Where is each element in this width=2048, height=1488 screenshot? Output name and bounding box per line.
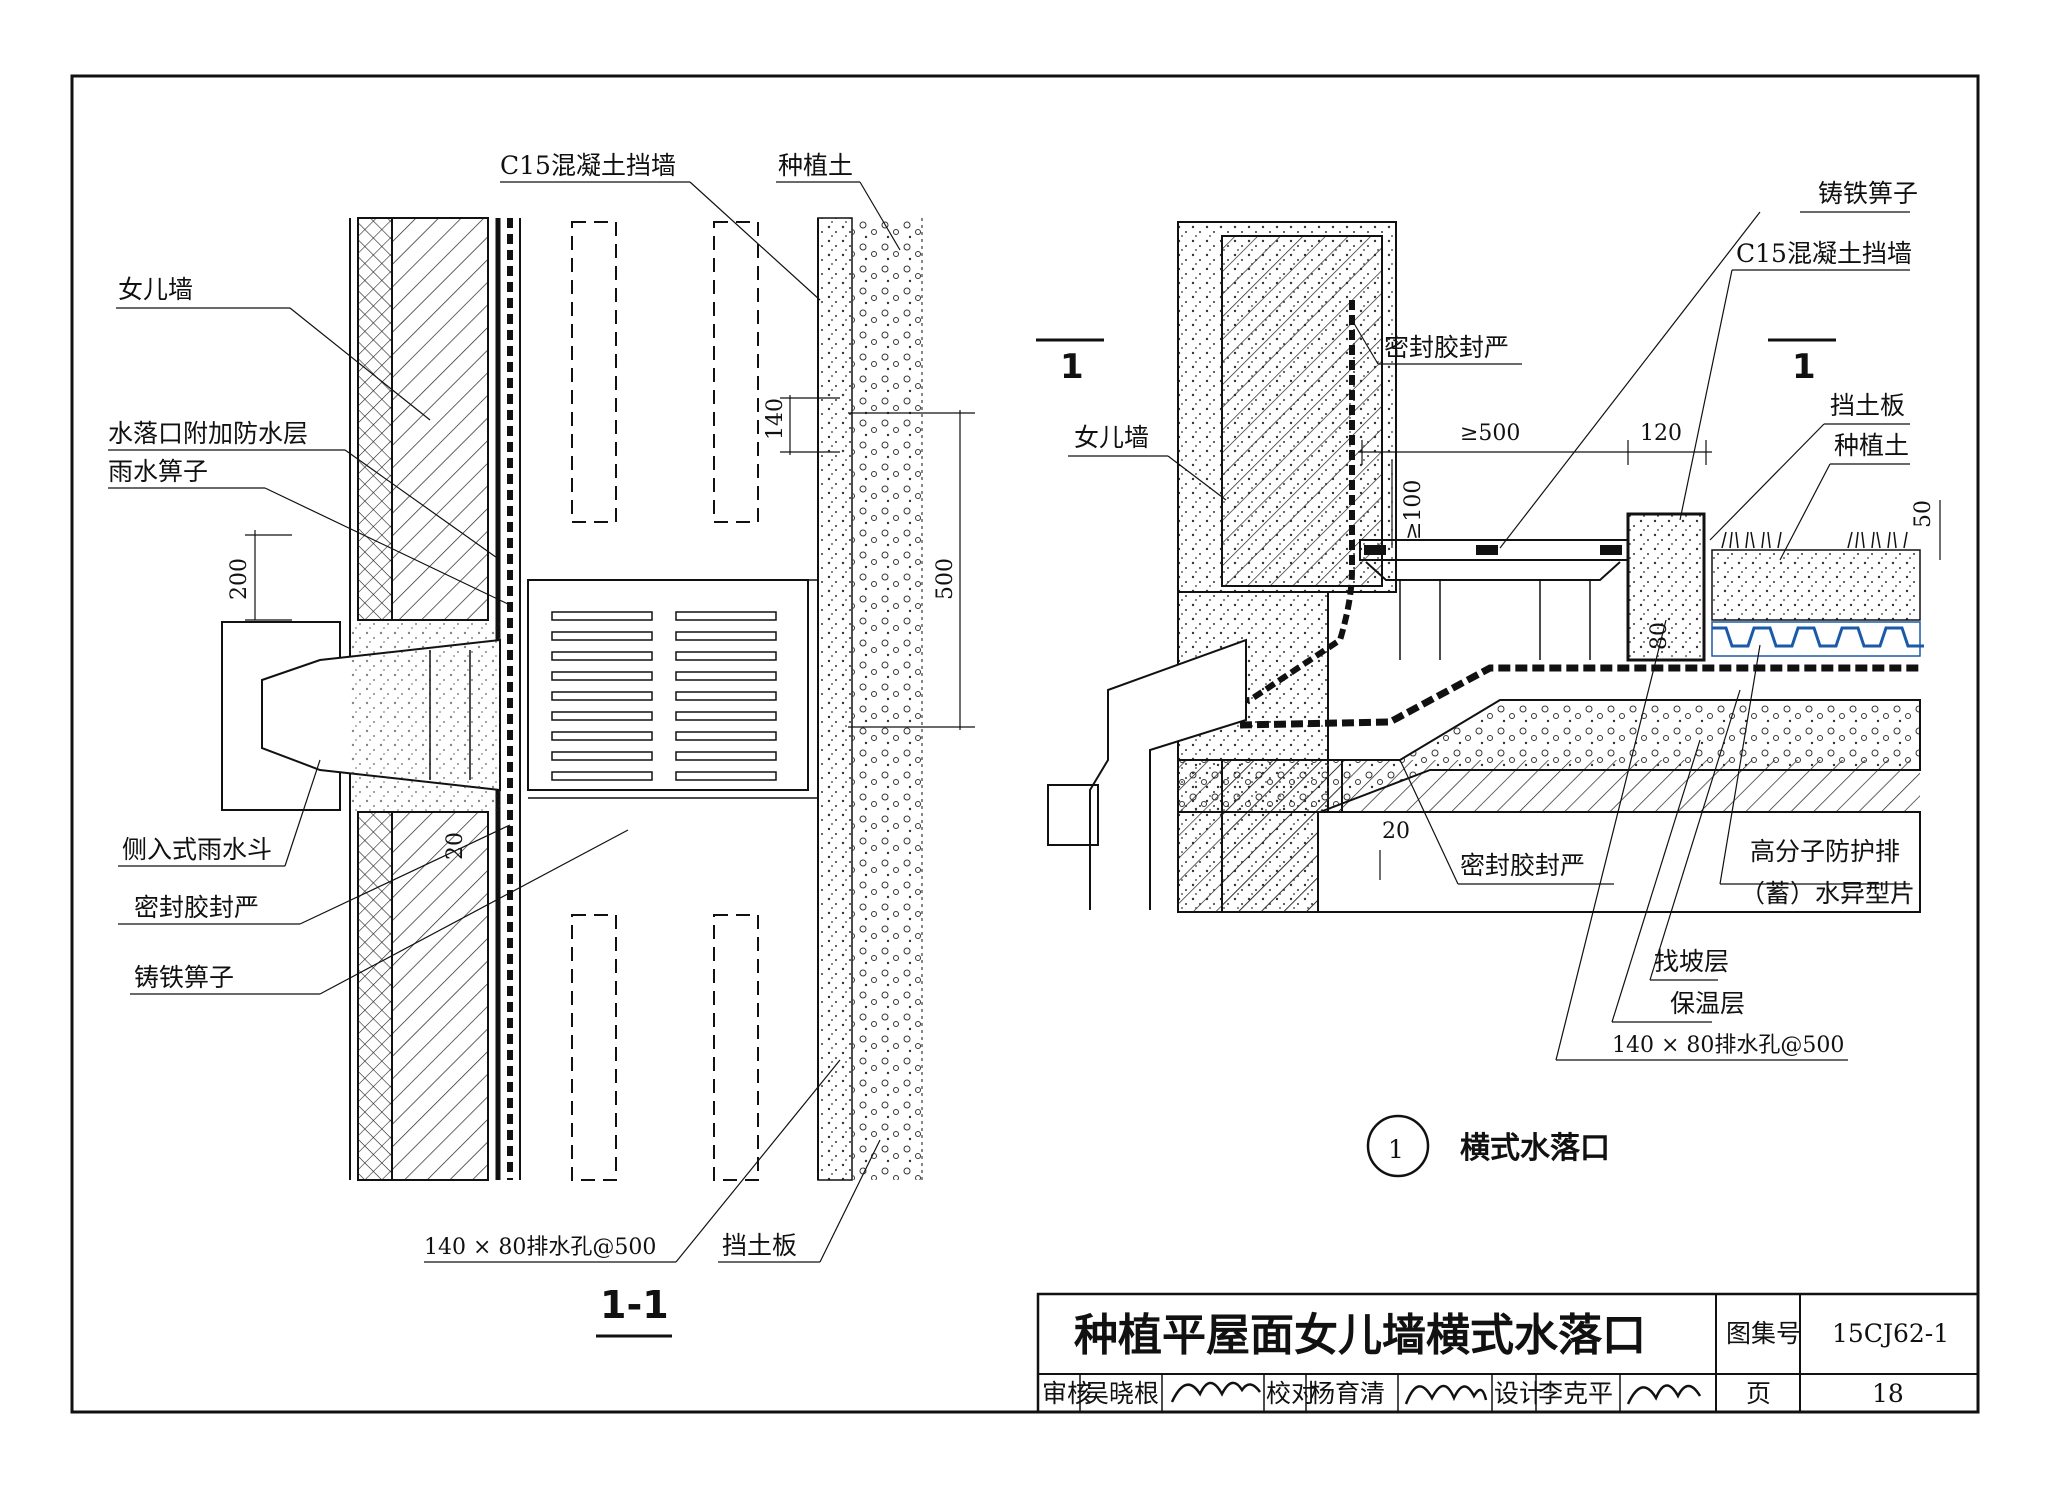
wall-voids <box>571 221 759 1181</box>
label-c15-wall: C15混凝土挡墙 <box>500 151 676 180</box>
label-parapet: 女儿墙 <box>118 275 193 304</box>
retaining-board <box>817 217 853 1181</box>
label-planting-soil: 种植土 <box>778 151 853 180</box>
page-number: 18 <box>1872 1379 1904 1408</box>
section-mark-right: 1 <box>1792 347 1816 387</box>
detail-number-circle <box>1366 1114 1430 1178</box>
parapet-upper <box>391 217 489 621</box>
parapet-wall <box>1221 235 1383 587</box>
designer-name: 李克平 <box>1538 1379 1613 1408</box>
reviewer-signature <box>1170 1381 1262 1403</box>
dim-500-right: ≥500 <box>1460 421 1520 446</box>
label-drain-holes-right: 140 × 80排水孔@500 <box>1612 1033 1844 1058</box>
label-insulation: 保温层 <box>1670 989 1745 1018</box>
label-retaining-board-right: 挡土板 <box>1830 391 1905 420</box>
dim-80: 80 <box>1647 622 1672 650</box>
check-label: 校对 <box>1266 1379 1316 1408</box>
detail-number: 1 <box>1388 1135 1404 1164</box>
dim-120: 120 <box>1640 421 1682 446</box>
section-1-1-view: C15混凝土挡墙 种植土 女儿墙 水落口附加防水层 雨水箅子 侧入式雨水斗 密封… <box>108 151 975 1338</box>
dim-20-right: 20 <box>1382 819 1410 844</box>
label-sealant: 密封胶封严 <box>134 893 259 922</box>
designer-signature <box>1626 1384 1702 1405</box>
sheet-title: 种植平屋面女儿墙横式水落口 <box>1074 1310 1646 1361</box>
sheet-border <box>70 74 1980 1414</box>
grate-slots <box>551 611 777 781</box>
insulation-lower <box>357 811 393 1181</box>
label-side-drain: 侧入式雨水斗 <box>122 835 272 864</box>
dim-500: 500 <box>933 558 958 600</box>
label-drain-holes: 140 × 80排水孔@500 <box>424 1235 656 1260</box>
right-leaders <box>1068 211 1910 1061</box>
planting-soil <box>852 218 922 1180</box>
label-sealant-top: 密封胶封严 <box>1384 333 1509 362</box>
label-cast-iron-grate-right: 铸铁箅子 <box>1818 179 1918 208</box>
review-label: 审核 <box>1042 1379 1092 1408</box>
label-retaining-board: 挡土板 <box>722 1231 797 1260</box>
label-sealant-bottom: 密封胶封严 <box>1460 851 1585 880</box>
atlas-number: 15CJ62-1 <box>1832 1319 1949 1348</box>
insulation-upper <box>357 217 393 621</box>
page-label: 页 <box>1746 1379 1771 1408</box>
label-drain-sheet-2: （蓄）水异型片 <box>1740 879 1915 908</box>
planting-soil-right <box>1711 549 1921 621</box>
detail-1-view: 1 1 铸铁箅子 C15混凝土挡墙 密封胶封严 女儿墙 挡土板 种植土 <box>1036 179 1941 1178</box>
section-title: 1-1 <box>600 1283 669 1327</box>
label-parapet-right: 女儿墙 <box>1074 423 1149 452</box>
atlas-label: 图集号 <box>1726 1319 1801 1348</box>
label-c15-wall-right: C15混凝土挡墙 <box>1736 239 1912 268</box>
dim-200: 200 <box>227 558 252 600</box>
label-rain-grate: 雨水箅子 <box>108 457 208 486</box>
label-slope-layer: 找坡层 <box>1654 947 1729 976</box>
drain-sheet <box>1712 626 1924 648</box>
label-outlet-waterproof: 水落口附加防水层 <box>108 419 308 448</box>
c15-retaining-block <box>1626 512 1706 662</box>
label-planting-soil-right: 种植土 <box>1834 431 1909 460</box>
title-block: 种植平屋面女儿墙横式水落口 图集号 15CJ62-1 审核 吴晓根 校对 杨育清… <box>1036 1292 1980 1414</box>
checker-signature <box>1404 1384 1488 1405</box>
reviewer-name: 吴晓根 <box>1084 1379 1159 1408</box>
insulation-layer <box>1177 699 1921 813</box>
dim-140: 140 <box>763 398 788 440</box>
roof-membrane <box>1239 664 1920 729</box>
detail-title: 横式水落口 <box>1460 1131 1610 1166</box>
checker-name: 杨育清 <box>1310 1379 1385 1408</box>
left-leaders <box>108 181 901 1263</box>
dim-20: 20 <box>443 832 468 860</box>
design-label: 设计 <box>1494 1379 1544 1408</box>
dim-50: 50 <box>1911 500 1936 528</box>
section-mark-left: 1 <box>1060 347 1084 387</box>
parapet-lower <box>391 811 489 1181</box>
label-drain-sheet-1: 高分子防护排 <box>1750 837 1900 866</box>
grass <box>1721 531 1908 549</box>
label-cast-iron-grate: 铸铁箅子 <box>134 963 234 992</box>
dim-100: ≥100 <box>1401 480 1426 540</box>
